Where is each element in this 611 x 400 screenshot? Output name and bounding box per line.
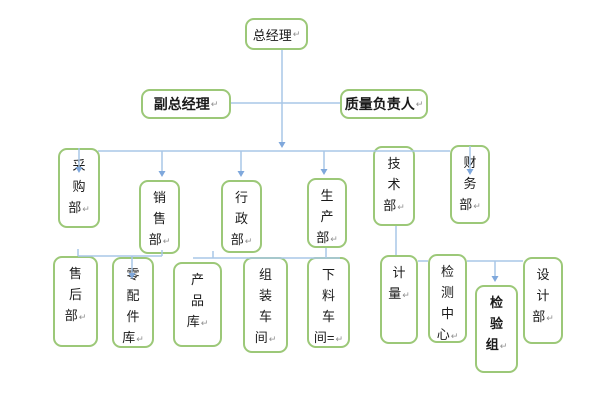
org-box-technical-dept[interactable]: 技术部↵: [373, 146, 415, 226]
return-mark-icon: ↵: [546, 313, 554, 323]
arrowhead: [491, 276, 499, 282]
org-box-label: 后: [68, 287, 82, 302]
org-box-label: 部↵: [532, 309, 554, 324]
org-box-label: 计: [536, 288, 550, 303]
org-box-label: 组: [258, 267, 272, 282]
org-box-admin-dept[interactable]: 行政部↵: [221, 180, 262, 253]
return-mark-icon: ↵: [268, 334, 277, 344]
org-box-label: 间↵: [254, 330, 277, 345]
org-box-label: 装: [258, 288, 272, 303]
org-box-label: 量↵: [388, 286, 410, 301]
org-box-label: 行: [234, 190, 248, 205]
org-box-label: 检: [440, 264, 454, 279]
org-box-purchasing-dept[interactable]: 采购部↵: [58, 148, 100, 228]
org-box-assembly-workshop[interactable]: 组装车间↵: [243, 257, 288, 353]
org-box-finance-dept[interactable]: 财务部↵: [450, 145, 490, 224]
org-box-spare-parts-warehouse[interactable]: 零配件库↵: [112, 257, 154, 348]
org-box-label: 部↵: [64, 308, 87, 323]
org-box-quality-manager[interactable]: 质量负责人↵: [340, 89, 428, 119]
org-box-label: 组↵: [485, 337, 508, 352]
return-mark-icon: ↵: [415, 98, 424, 109]
org-box-general-manager[interactable]: 总经理↵: [245, 18, 308, 50]
org-box-label: 库↵: [122, 330, 144, 345]
org-box-label: 间=↵: [313, 330, 344, 345]
return-mark-icon: ↵: [210, 98, 219, 109]
org-box-label: 政: [234, 211, 248, 226]
org-box-label: 品: [190, 293, 204, 308]
return-mark-icon: ↵: [450, 331, 459, 341]
return-mark-icon: ↵: [292, 28, 301, 39]
return-mark-icon: ↵: [82, 204, 90, 214]
org-box-deputy-general-manager[interactable]: 副总经理↵: [141, 89, 231, 119]
return-mark-icon: ↵: [335, 334, 344, 344]
arrowhead: [278, 142, 286, 148]
org-box-label: 产: [190, 272, 204, 287]
arrowhead: [237, 171, 245, 177]
org-box-label: 下: [321, 267, 335, 282]
org-box-label: 设: [536, 267, 550, 282]
org-box-label: 财: [463, 155, 477, 170]
org-box-label: 销: [152, 190, 166, 205]
return-mark-icon: ↵: [397, 202, 405, 212]
return-mark-icon: ↵: [136, 334, 144, 344]
org-box-after-sales-dept[interactable]: 售后部↵: [53, 256, 98, 347]
org-box-label: 售: [68, 266, 82, 281]
org-box-label: 件: [126, 309, 140, 324]
org-box-sales-dept[interactable]: 销售部↵: [139, 180, 180, 254]
return-mark-icon: ↵: [402, 290, 410, 300]
org-box-label: 质量负责人: [344, 96, 415, 112]
org-box-label: 测: [440, 285, 454, 300]
return-mark-icon: ↵: [330, 234, 338, 244]
org-box-label: 车: [321, 309, 335, 324]
org-box-label: 售: [152, 211, 166, 226]
org-box-label: 零: [126, 267, 140, 282]
org-box-label: 术: [387, 177, 401, 192]
org-box-metrology[interactable]: 计量↵: [380, 255, 418, 344]
return-mark-icon: ↵: [473, 201, 481, 211]
org-box-design-dept[interactable]: 设计部↵: [523, 257, 563, 344]
org-box-testing-center[interactable]: 检测中心↵: [428, 254, 467, 343]
org-box-label: 部↵: [230, 232, 253, 247]
org-box-label: 部↵: [316, 230, 338, 245]
org-box-label: 检: [489, 295, 503, 310]
org-box-label: 部↵: [68, 200, 90, 215]
org-box-label: 总经理: [252, 27, 292, 43]
org-box-label: 配: [126, 288, 140, 303]
arrowhead: [158, 171, 166, 177]
org-box-label: 车: [258, 309, 272, 324]
return-mark-icon: ↵: [200, 318, 209, 328]
return-mark-icon: ↵: [162, 236, 171, 246]
org-box-label: 采: [72, 158, 86, 173]
return-mark-icon: ↵: [499, 341, 508, 351]
org-box-product-warehouse[interactable]: 产品库↵: [173, 262, 222, 347]
org-box-label: 部↵: [459, 197, 481, 212]
org-box-label: 产: [320, 209, 334, 224]
org-box-label: 部↵: [383, 198, 405, 213]
arrowhead: [320, 169, 328, 175]
org-box-production-dept[interactable]: 生产部↵: [307, 178, 347, 248]
org-box-label: 心↵: [436, 327, 459, 342]
org-box-cutting-workshop[interactable]: 下料车间=↵: [307, 257, 350, 348]
org-box-label: 验: [489, 316, 503, 331]
org-box-label: 购: [72, 179, 86, 194]
return-mark-icon: ↵: [78, 312, 87, 322]
org-box-label: 务: [463, 176, 477, 191]
return-mark-icon: ↵: [244, 236, 253, 246]
org-box-label: 计: [392, 265, 406, 280]
org-box-label: 部↵: [148, 232, 171, 247]
org-box-label: 技: [387, 156, 401, 171]
org-box-label: 中: [440, 306, 454, 321]
org-box-label: 料: [321, 288, 335, 303]
org-box-label: 生: [320, 188, 334, 203]
org-box-label: 副总经理: [153, 96, 210, 112]
org-box-inspection-team[interactable]: 检验组↵: [475, 285, 518, 373]
org-box-label: 库↵: [186, 314, 209, 329]
